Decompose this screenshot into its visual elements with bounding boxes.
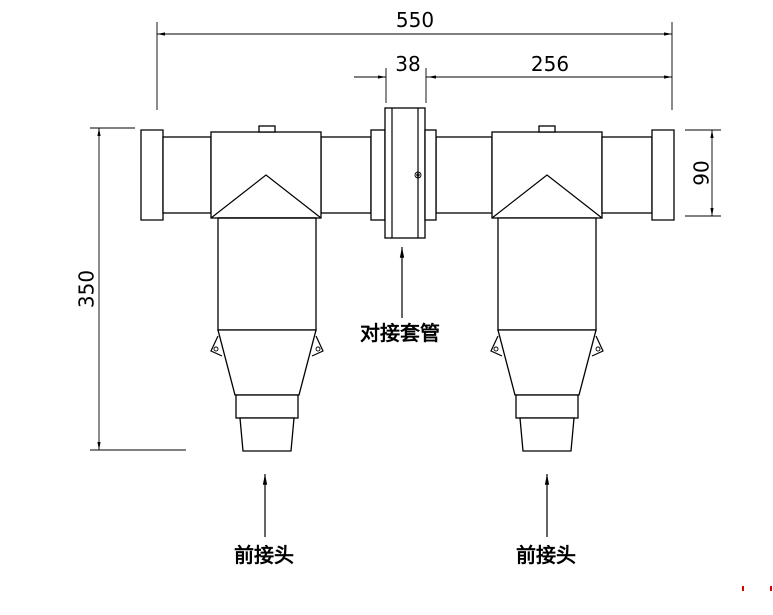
label-left-connector: 前接头 [234, 543, 294, 567]
dimension-pipe-height: 90 [685, 129, 721, 217]
dim-label-sleeve-width: 38 [395, 52, 420, 76]
corner-mark [770, 586, 772, 591]
left-connector-callout: 前接头 [234, 474, 294, 567]
dimension-half-width: 256 [428, 52, 672, 79]
butt-joint-sleeve [370, 107, 437, 239]
sleeve-callout: 对接套管 [360, 247, 440, 345]
dimension-sleeve-width: 38 [354, 52, 446, 103]
right-connector-callout: 前接头 [516, 474, 576, 567]
dim-label-half-width: 256 [531, 52, 569, 76]
corner-mark [742, 586, 744, 591]
dim-label-total-height: 350 [75, 270, 99, 308]
right-tee-unit [490, 125, 675, 452]
left-tee-unit [140, 125, 324, 452]
dimension-total-height: 350 [75, 127, 186, 451]
dim-label-pipe-height: 90 [690, 160, 714, 185]
label-right-connector: 前接头 [516, 543, 576, 567]
label-sleeve: 对接套管 [360, 321, 440, 345]
connecting-pipe [320, 136, 493, 214]
dimension-total-width: 550 [156, 8, 673, 110]
dim-label-total-width: 550 [396, 8, 434, 32]
